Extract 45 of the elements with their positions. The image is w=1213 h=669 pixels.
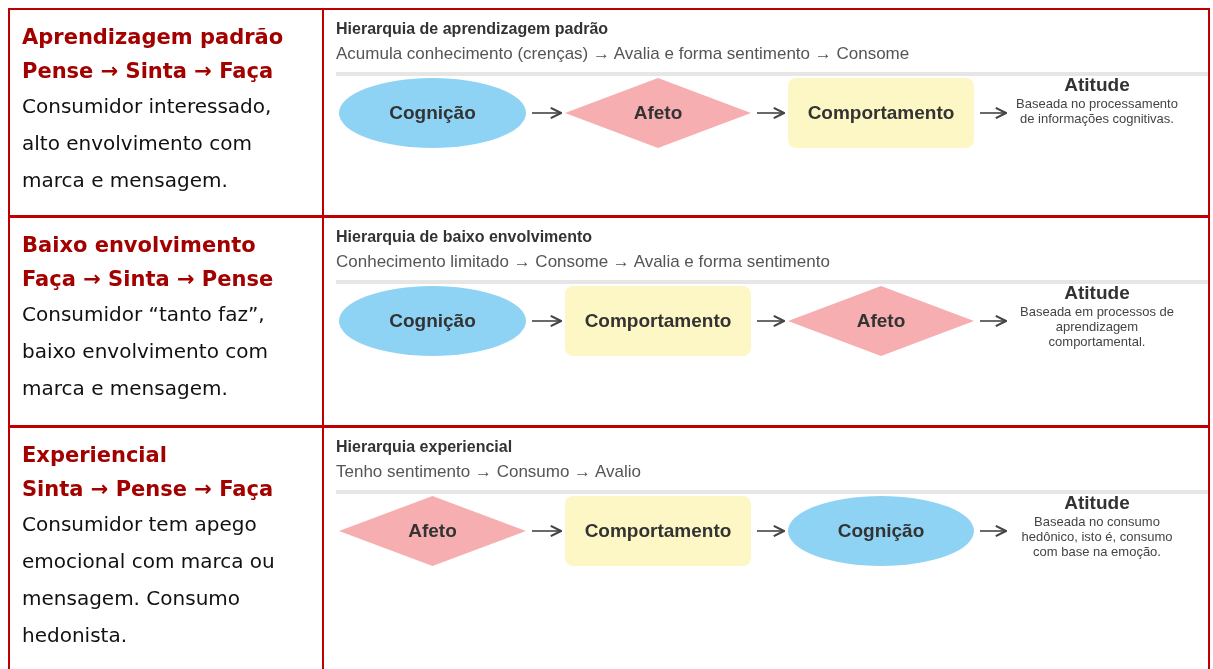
sequence-text: Sinta → Pense → Faça (22, 476, 275, 503)
ellipse-node: Cognição (339, 78, 526, 148)
arrow (531, 106, 562, 120)
sequence-text: Pense → Sinta → Faça (22, 58, 275, 85)
row-heading: Baixo envolvimento (22, 232, 257, 259)
table-cell (322, 426, 1210, 669)
description-text: Consumidor “tanto faz”, baixo envolvimento com marca e mensagem. (22, 301, 269, 402)
arrow (979, 524, 1007, 538)
table-cell (8, 8, 324, 217)
hierarchy-subtitle: Acumula conhecimento (crenças) → Avalia e forma sentimento → Consome (336, 44, 910, 64)
process-box: Comportamento (565, 496, 751, 566)
row-heading: Aprendizagem padrão (22, 24, 285, 51)
arrow (531, 314, 562, 328)
attitude-description: Baseada em processos de aprendizagem comportamental. (1019, 304, 1175, 349)
decision-diamond: Afeto (788, 286, 974, 356)
hierarchy-heading: Hierarquia de baixo envolvimento (336, 228, 593, 246)
attitude-description: Baseada no consumo hedônico, isto é, consumo com base na emoção. (1020, 514, 1174, 559)
process-box: Comportamento (788, 78, 974, 148)
description-text: Consumidor tem apego emocional com marca ou mensagem. Consumo hedonista. (22, 511, 276, 649)
table-cell (8, 216, 324, 427)
attitude-description: Baseada no processamento de informações cognitivas. (1015, 96, 1179, 126)
description-text: Consumidor interessado, alto envolvimento com marca e mensagem. (22, 93, 273, 194)
hierarchy-heading: Hierarquia experiencial (336, 438, 513, 456)
process-box: Comportamento (565, 286, 751, 356)
table-cell (8, 426, 324, 669)
attitude-heading: Atitude (1064, 282, 1130, 304)
arrow (756, 314, 785, 328)
decision-diamond: Afeto (565, 78, 751, 148)
table-cell (322, 216, 1210, 427)
ellipse-node: Cognição (788, 496, 974, 566)
hierarchy-heading: Hierarquia de aprendizagem padrão (336, 20, 609, 38)
sequence-text: Faça → Sinta → Pense (22, 266, 275, 293)
decision-diamond: Afeto (339, 496, 526, 566)
arrow (756, 524, 785, 538)
arrow (756, 106, 785, 120)
hierarchy-subtitle: Conhecimento limitado → Consome → Avalia e forma sentimento (336, 252, 830, 272)
ellipse-node: Cognição (339, 286, 526, 356)
row-heading: Experiencial (22, 442, 168, 469)
attitude-heading: Atitude (1064, 74, 1130, 96)
arrow (531, 524, 562, 538)
table-cell (322, 8, 1210, 217)
attitude-heading: Atitude (1064, 492, 1130, 514)
arrow (979, 106, 1007, 120)
arrow (979, 314, 1007, 328)
hierarchy-subtitle: Tenho sentimento → Consumo → Avalio (336, 462, 641, 482)
